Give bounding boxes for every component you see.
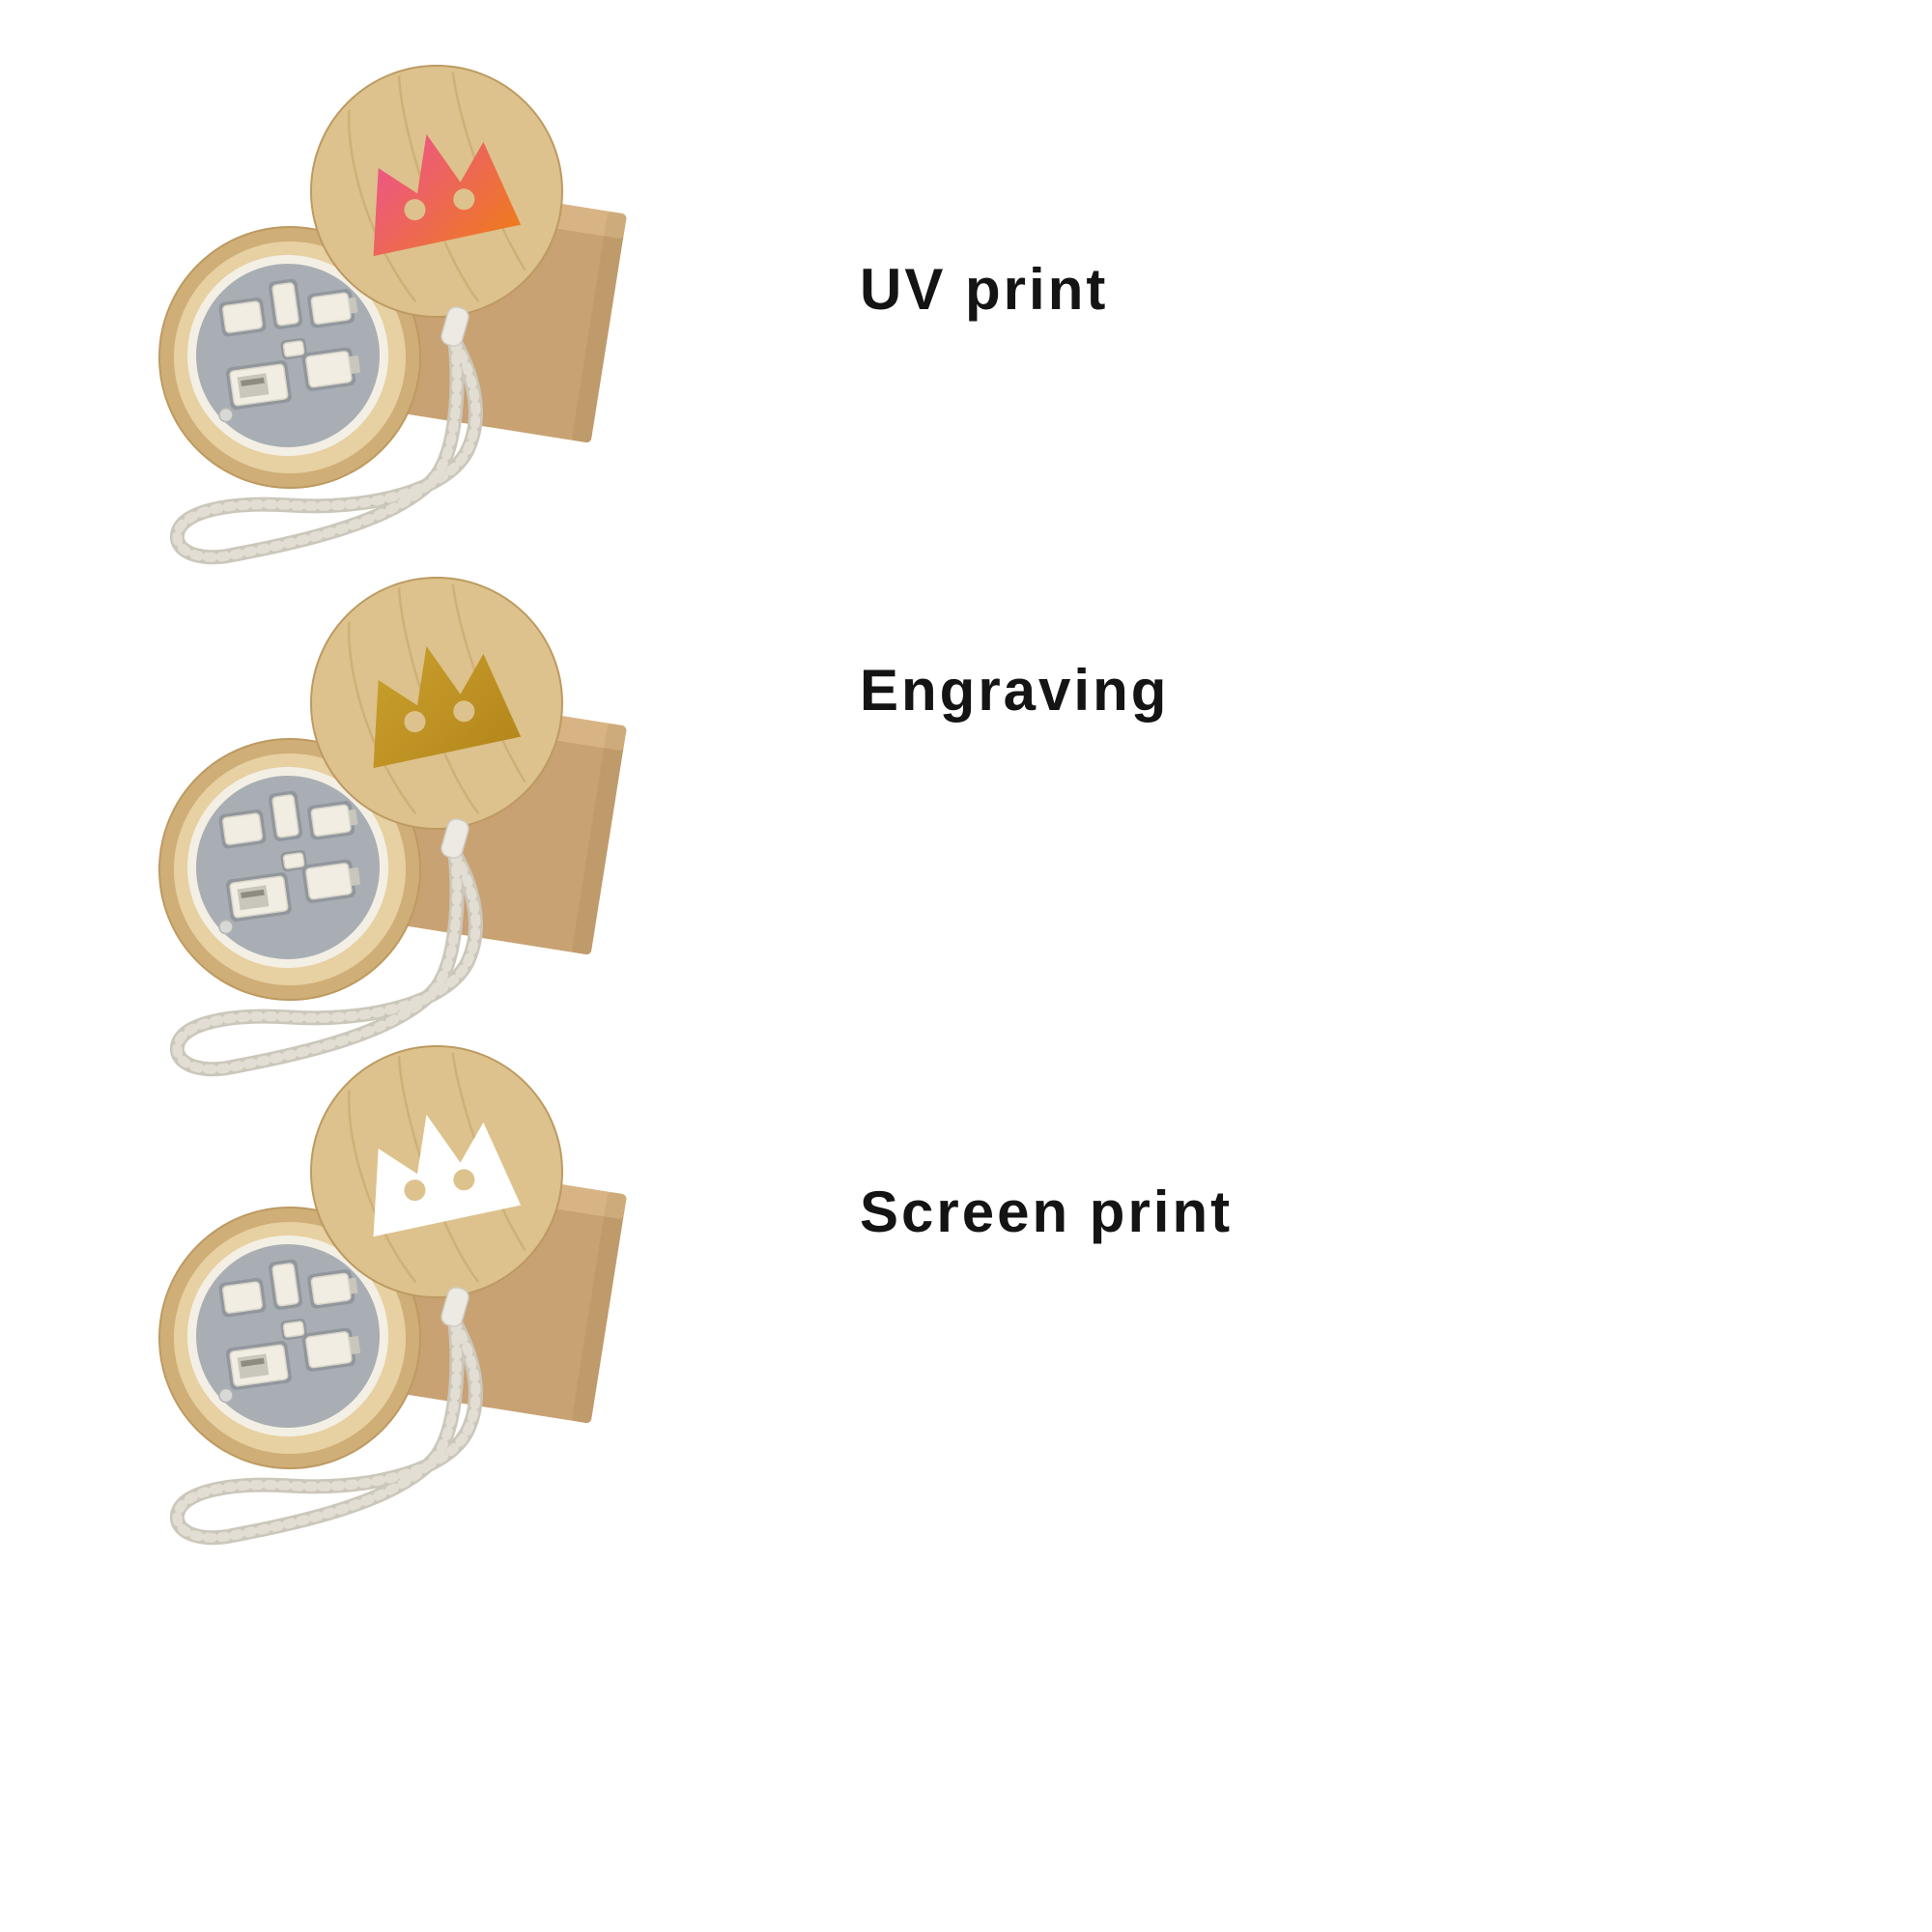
case-lid (310, 577, 563, 830)
cable-adapters (218, 278, 361, 423)
case-base (158, 1207, 421, 1469)
hinge-pin (218, 407, 234, 423)
hinge-pin (218, 919, 234, 935)
case-lid (310, 1045, 563, 1298)
brand-logo (373, 645, 522, 769)
adapter-connector (282, 340, 305, 357)
adapter-connector (305, 351, 353, 388)
finish-label: Engraving (860, 658, 1170, 723)
lanyard-rope (169, 818, 483, 1077)
adapter-connector (310, 292, 352, 326)
hinge-pin (218, 1387, 234, 1404)
adapter-connector (310, 804, 352, 838)
adapter-connector (222, 300, 263, 333)
finish-label: UV print (860, 257, 1109, 322)
case-lid (310, 65, 563, 318)
product-image (158, 65, 627, 565)
product-image (158, 1045, 627, 1546)
adapter-connector (305, 1331, 353, 1369)
rope-ferrule (440, 306, 469, 347)
adapter-connector (282, 852, 305, 869)
product-row: UV print (0, 19, 1932, 657)
adapter-connector (271, 282, 299, 327)
adapter-connector (282, 1321, 305, 1338)
adapter-connector (271, 794, 299, 838)
product-row: Screen print (0, 1000, 1932, 1637)
case-base (158, 226, 421, 489)
rope-ferrule (440, 1287, 469, 1327)
product-image (158, 577, 627, 1077)
lanyard-rope (169, 306, 483, 565)
case-base (158, 738, 421, 1001)
finish-label: Screen print (860, 1179, 1234, 1244)
adapter-connector (305, 863, 353, 900)
brand-logo (373, 133, 522, 257)
adapter-connector (222, 812, 263, 845)
rope-ferrule (440, 818, 469, 859)
cable-adapters (218, 1259, 361, 1404)
product-row: Engraving (0, 531, 1932, 1169)
adapter-connector (310, 1272, 352, 1306)
brand-logo (373, 1114, 522, 1237)
lanyard-rope (169, 1287, 483, 1546)
adapter-connector (271, 1263, 299, 1307)
cable-adapters (218, 790, 361, 935)
adapter-connector (222, 1281, 263, 1314)
